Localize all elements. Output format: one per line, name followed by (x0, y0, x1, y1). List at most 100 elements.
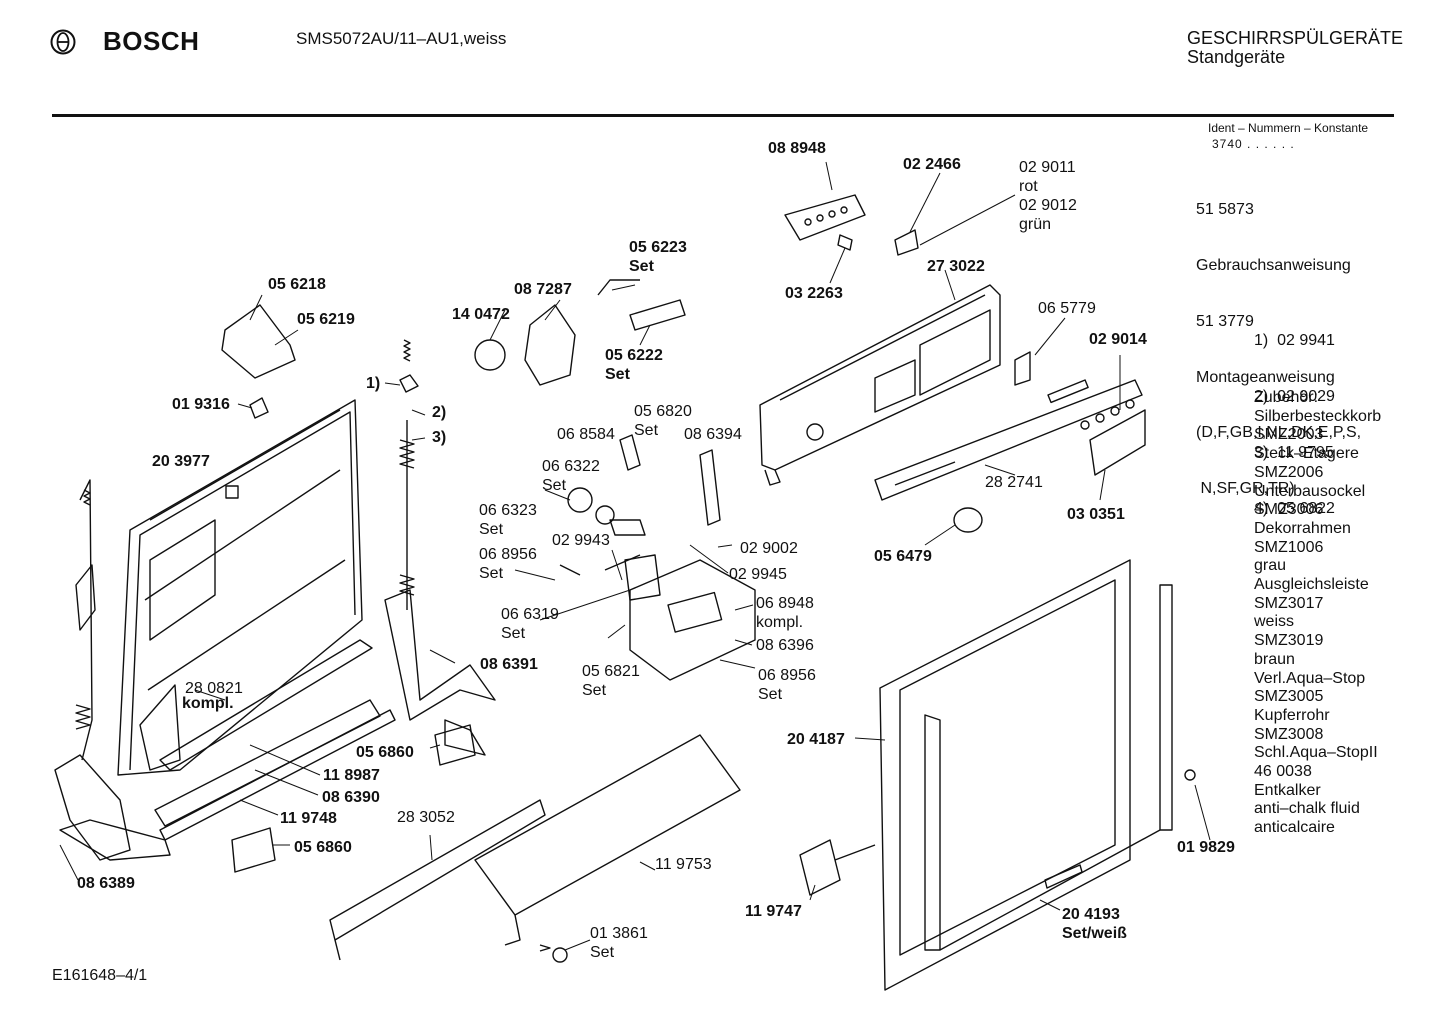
list-item: anti–chalk fluid (1254, 800, 1360, 818)
part-number-label: 05 6218 (268, 276, 326, 293)
list-item: Steck–Etagere (1254, 445, 1359, 463)
part-number-label: 11 8987 (323, 767, 380, 784)
spring-rod-drawing (75, 339, 415, 730)
category-line-2: Standgeräte (1187, 47, 1286, 67)
part-number-label: 28 3052 (397, 809, 455, 826)
list-item: anticalcaire (1254, 819, 1335, 837)
list-item: SMZ3006 (1254, 501, 1324, 519)
part-number-label: 02 9945 (729, 566, 787, 583)
part-number-label: 08 6389 (77, 875, 135, 892)
part-number-label: 03 0351 (1067, 506, 1125, 523)
ident-heading: Ident – Nummern – Konstante (1208, 121, 1369, 135)
list-item: Schl.Aqua–StopII (1254, 744, 1378, 762)
list-item: Ausgleichsleiste (1254, 576, 1369, 594)
part-number-label: 02 9002 (740, 540, 798, 557)
brand-name: BOSCH (103, 26, 200, 56)
leader-lines (59, 161, 1211, 951)
part-number-label: 01 9829 (1177, 839, 1235, 856)
part-number-label: 20 3977 (152, 453, 210, 470)
list-item: SMZ3019 (1254, 632, 1324, 650)
part-number-label: 05 6860 (294, 839, 352, 856)
document-list: 51 5873 Gebrauchsanweisung 51 3779 Monta… (1196, 164, 1361, 517)
part-number-label: 27 3022 (927, 258, 985, 275)
door-frame-drawing (117, 399, 373, 776)
part-number-label: 05 6222 Set (605, 347, 663, 383)
list-item: Zubehör: (1254, 389, 1319, 406)
part-number-label: 20 4187 (787, 731, 845, 748)
list-item: SMZ3017 (1254, 594, 1324, 612)
part-number-label: 02 9011 rot 02 9012 grün (1019, 159, 1077, 233)
part-number-label: 06 8956 Set (479, 546, 537, 582)
part-number-label: 06 8956 Set (758, 667, 816, 703)
latch-drawing (221, 279, 686, 419)
list-item: 51 3779 (1196, 312, 1254, 330)
part-number-label: 05 6860 (356, 744, 414, 761)
list-item: Montageanweisung (1196, 368, 1335, 386)
list-item: 46 0038 (1254, 763, 1312, 781)
part-number-label: 08 6394 (684, 426, 742, 443)
control-panel-drawing (759, 284, 1031, 486)
part-number-label: 3) (432, 429, 447, 446)
part-number-label: 08 6391 (480, 656, 538, 673)
part-number-label: 06 6323 Set (479, 502, 537, 538)
part-number-label: 11 9747 (745, 903, 802, 920)
part-number-label: kompl. (182, 695, 234, 712)
part-number-label: 28 2741 (985, 474, 1043, 491)
list-item: SMZ3008 (1254, 725, 1324, 743)
header-rule (52, 114, 1394, 117)
part-number-label: 02 9943 (552, 532, 610, 549)
list-item: 3) 11 9795 (1254, 443, 1334, 461)
hinge-drawing (54, 479, 171, 861)
kickplate-drawing (329, 734, 741, 961)
part-number-label: 02 9014 (1089, 331, 1147, 348)
list-item: 51 5873 (1196, 201, 1254, 219)
part-number-label: 02 2466 (903, 156, 961, 173)
part-number-label: 06 8584 (557, 426, 615, 443)
part-number-label: 03 2263 (785, 285, 843, 302)
dispenser-drawing (559, 434, 756, 681)
list-item: weiss (1254, 613, 1295, 631)
part-number-label: 08 8948 (768, 140, 826, 157)
part-number-label: 05 6219 (297, 311, 355, 328)
list-item: (D,F,GB,I,NL,DK,E,P,S, (1196, 424, 1362, 442)
part-number-label: 05 6223 Set (629, 239, 687, 275)
list-item: 4) 05 6822 (1254, 499, 1335, 517)
part-number-label: 01 9316 (172, 396, 230, 413)
list-item: N,SF,GR,TR) (1196, 480, 1295, 498)
foot-block-drawing (434, 724, 476, 766)
list-item: Gebrauchsanweisung (1196, 256, 1351, 274)
list-item: grau (1254, 557, 1287, 575)
list-item: SMZ3005 (1254, 688, 1324, 706)
part-number-label: 14 0472 (452, 306, 510, 323)
front-strip-drawing (874, 379, 1143, 501)
part-number-label: 08 7287 (514, 281, 572, 298)
connector-strip-drawing (784, 194, 919, 256)
part-number-label: 05 6820 Set (634, 403, 692, 439)
bosch-logo-icon (50, 29, 76, 55)
part-number-label: 08 6396 (756, 637, 814, 654)
part-number-label: 06 6319 Set (501, 606, 559, 642)
part-number-label: 05 6821 Set (582, 663, 640, 699)
part-number-label: 2) (432, 404, 447, 421)
knob-drawing (953, 507, 983, 533)
list-item: SMZ2006 (1254, 463, 1324, 481)
drawing-number: E161648–4/1 (52, 967, 148, 984)
part-number-label: 06 8948 kompl. (756, 595, 814, 631)
part-number-label: 11 9753 (655, 856, 712, 873)
bottom-bracket-drawing (799, 839, 841, 896)
part-number-label: 20 4193 Set/weiß (1062, 906, 1127, 942)
part-number-label: 06 5779 (1038, 300, 1096, 317)
list-item: Dekorrahmen (1254, 519, 1351, 537)
part-number-label: 28 0821 (185, 680, 243, 697)
list-item: Entkalker (1254, 781, 1321, 799)
list-item: SMZ1006 (1254, 538, 1324, 556)
door-lower-panel-drawing (139, 684, 396, 841)
category: GESCHIRRSPÜLGERÄTE Standgeräte (1187, 29, 1403, 67)
bottom-bracket-drawing (834, 844, 876, 861)
category-line-1: GESCHIRRSPÜLGERÄTE (1187, 28, 1404, 48)
part-number-label: 1) (366, 375, 381, 392)
ident-value: 3740 . . . . . . (1212, 137, 1295, 151)
part-number-label: 06 6322 Set (542, 458, 600, 494)
